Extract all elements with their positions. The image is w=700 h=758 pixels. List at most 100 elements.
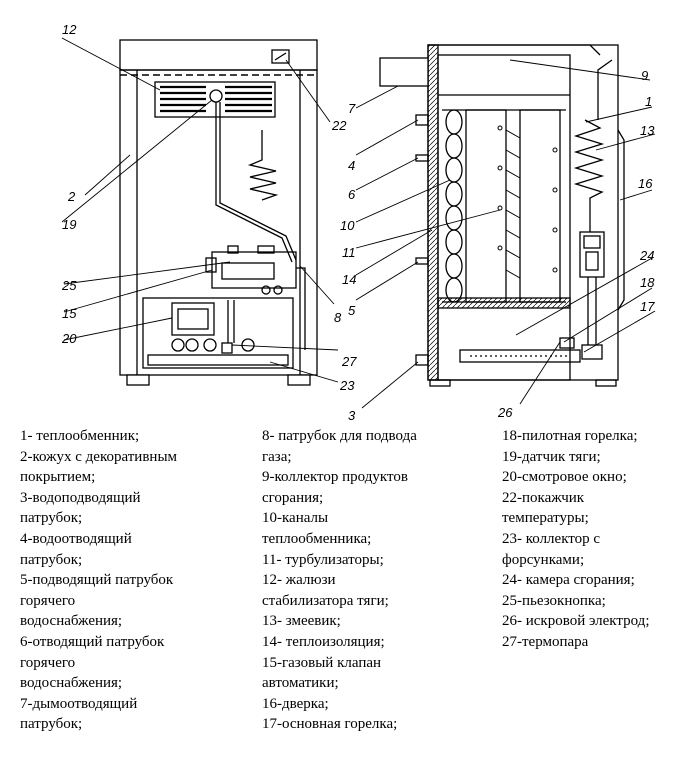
legend-line: 13- змеевик; — [262, 613, 341, 630]
front-coil — [247, 130, 279, 201]
legend-line: 10-каналы — [262, 510, 329, 527]
legend-line: 20-смотровое окно; — [502, 469, 627, 486]
callout-20: 20 — [61, 331, 77, 346]
legend-line: горячего — [20, 654, 76, 671]
legend-line: 23- коллектор с — [502, 530, 601, 547]
legend-line: водоснабжения; — [20, 613, 123, 630]
boiler-diagram: 12 2 19 25 15 20 22 8 27 23 7 4 6 10 11 … — [61, 22, 656, 420]
callout-12: 12 — [62, 22, 77, 37]
legend-line: теплообменника; — [262, 530, 372, 547]
callout-13: 13 — [640, 123, 655, 138]
callout-9: 9 — [641, 68, 648, 83]
legend-column-3: 18-пилотная горелка; 19-датчик тяги; 20-… — [502, 426, 700, 653]
callout-6: 6 — [348, 187, 356, 202]
gas-valve — [211, 251, 297, 289]
callout-4: 4 — [348, 158, 355, 173]
legend-line: 1- теплообменник; — [20, 428, 140, 444]
thermocouple-wire — [215, 102, 293, 263]
legend-line: сгорания; — [262, 489, 324, 506]
callout-labels: 12 2 19 25 15 20 22 8 27 23 7 4 6 10 11 … — [61, 22, 655, 420]
legend-line: 3-водоподводящий — [20, 489, 141, 506]
callout-17: 17 — [640, 299, 655, 314]
front-view — [119, 39, 318, 386]
main-burner — [459, 349, 581, 363]
legend-line: 5-подводящий патрубок — [20, 572, 174, 589]
side-gas-valve — [579, 231, 605, 278]
legend-line: 14- теплоизоляция; — [262, 633, 385, 650]
front-top-cap — [119, 39, 318, 71]
legend-line: форсунками; — [502, 551, 585, 568]
legend-line: 19-датчик тяги; — [502, 448, 601, 465]
sight-window — [171, 302, 215, 336]
callout-24: 24 — [639, 248, 654, 263]
legend-line: 8- патрубок для подвода — [262, 428, 417, 444]
dhw-outlet-pipe — [415, 154, 429, 162]
legend-line: 25-пьезокнопка; — [502, 592, 606, 609]
legend-line: 9-коллектор продуктов — [262, 469, 408, 486]
front-leg-right — [287, 374, 311, 386]
heat-exchanger-channels — [445, 109, 463, 303]
callout-16: 16 — [638, 176, 653, 191]
water-inlet-pipe — [415, 354, 429, 366]
legend-line: температуры; — [502, 510, 589, 527]
legend-line: водоснабжения; — [20, 675, 123, 692]
callout-10: 10 — [340, 218, 355, 233]
front-casing — [119, 69, 318, 376]
callout-1: 1 — [645, 94, 652, 109]
water-outlet-pipe — [415, 114, 429, 126]
legend-line: 6-отводящий патрубок — [20, 633, 165, 650]
dhw-inlet-pipe — [415, 257, 429, 265]
legend-line: 24- камера сгорания; — [502, 572, 635, 589]
callout-14: 14 — [342, 272, 356, 287]
legend-column-1: 1- теплообменник; 2-кожух с декоративным… — [20, 426, 252, 735]
legend-line: патрубок; — [20, 716, 83, 733]
legend-line: автоматики; — [262, 675, 339, 692]
thermocouple-junction — [221, 342, 233, 354]
legend-line: 22-покажчик — [502, 489, 585, 506]
legend-line: 2-кожух с декоративным — [20, 448, 178, 465]
temperature-indicator — [271, 49, 290, 64]
side-door — [617, 129, 625, 311]
callout-15: 15 — [62, 306, 77, 321]
callout-23: 23 — [339, 378, 355, 393]
leader-lines — [61, 37, 656, 409]
legend-line: 17-основная горелка; — [262, 716, 398, 733]
side-coil — [573, 119, 605, 232]
legend-line: 16-дверка; — [262, 695, 329, 712]
turbulizers — [497, 125, 558, 279]
legend-column-2: 8- патрубок для подвода газа; 9-коллекто… — [262, 426, 494, 735]
callout-19: 19 — [62, 217, 76, 232]
legend-line: 15-газовый клапан — [262, 654, 382, 671]
callout-2: 2 — [67, 189, 76, 204]
legend-line: 26- искровой электрод; — [502, 613, 650, 630]
legend-line: 18-пилотная горелка; — [502, 428, 638, 444]
callout-18: 18 — [640, 275, 655, 290]
callout-22: 22 — [331, 118, 347, 133]
callout-26: 26 — [497, 405, 513, 420]
burner-compartment — [142, 297, 294, 369]
legend-line: 11- турбулизаторы; — [262, 551, 384, 568]
legend-line: 12- жалюзи — [262, 572, 336, 589]
draft-stabilizer-louvers — [154, 81, 276, 118]
callout-27: 27 — [341, 354, 357, 369]
legend-line: 27-термопара — [502, 633, 589, 650]
side-view — [379, 44, 625, 387]
callout-3: 3 — [348, 408, 356, 420]
legend-line: патрубок; — [20, 551, 83, 568]
legend-line: стабилизатора тяги; — [262, 592, 389, 609]
callout-25: 25 — [61, 278, 77, 293]
callout-11: 11 — [342, 245, 356, 260]
heat-exchanger-section-2 — [519, 109, 561, 303]
callout-8: 8 — [334, 310, 342, 325]
gas-inlet-pipe — [296, 267, 306, 350]
legend-line: газа; — [262, 448, 292, 465]
legend-line: покрытием; — [20, 469, 96, 486]
thermal-insulation — [427, 44, 439, 381]
flue-outlet-pipe — [379, 57, 429, 87]
callout-5: 5 — [348, 303, 356, 318]
burner-manifold — [147, 354, 289, 366]
legend-line: 7-дымоотводящий — [20, 695, 138, 712]
legend-line: горячего — [20, 592, 76, 609]
pilot-burner — [559, 337, 575, 349]
callout-7: 7 — [348, 101, 356, 116]
